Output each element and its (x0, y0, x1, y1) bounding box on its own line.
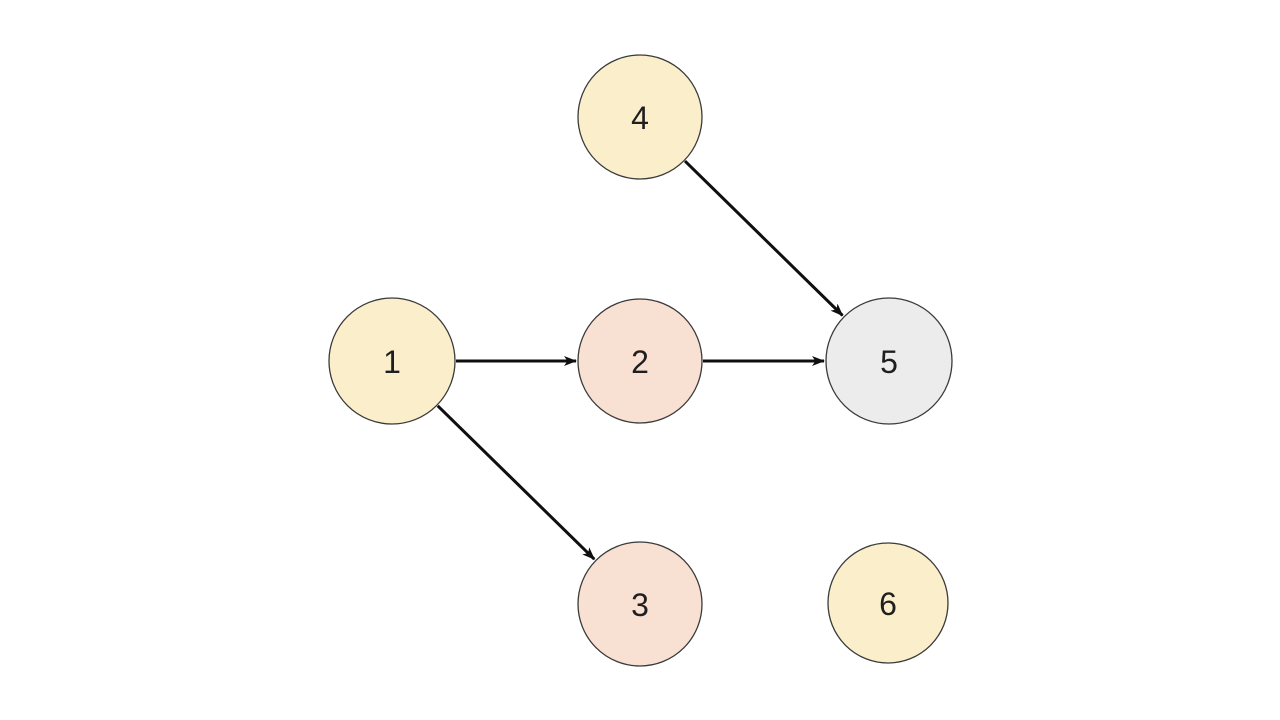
node-6: 6 (827, 542, 949, 664)
node-4-circle (577, 54, 703, 180)
node-6-label: 6 (879, 586, 897, 622)
node-1: 1 (328, 297, 456, 425)
node-6-circle (827, 542, 949, 664)
node-2-circle (577, 298, 703, 424)
node-4: 4 (577, 54, 703, 180)
node-3-label: 3 (631, 587, 649, 623)
node-3: 3 (577, 541, 703, 667)
node-5-label: 5 (880, 344, 898, 380)
node-1-circle (328, 297, 456, 425)
node-1-label: 1 (383, 344, 401, 380)
node-4-label: 4 (631, 100, 649, 136)
node-5: 5 (825, 297, 953, 425)
node-2-label: 2 (631, 344, 649, 380)
node-2: 2 (577, 298, 703, 424)
node-5-circle (825, 297, 953, 425)
edge-1-to-3 (436, 404, 596, 561)
node-3-circle (577, 541, 703, 667)
edge-4-to-5 (683, 160, 844, 317)
